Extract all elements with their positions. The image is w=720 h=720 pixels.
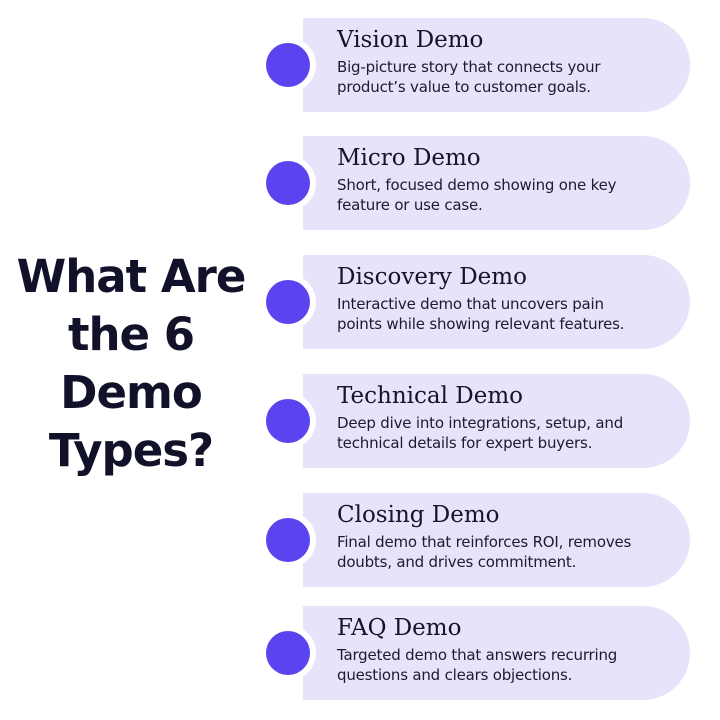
demo-type-card-discovery: Discovery Demo Interactive demo that unc… — [260, 255, 690, 349]
bullet-dot-icon — [266, 631, 310, 675]
card-description-line: Final demo that reinforces ROI, removes — [337, 533, 632, 551]
title-line: What Are — [16, 250, 247, 303]
demo-type-card-technical: Technical Demo Deep dive into integratio… — [260, 374, 690, 468]
bullet-ring — [260, 393, 316, 449]
bullet-ring — [260, 625, 316, 681]
card-description: Short, focused demo showing one key feat… — [337, 175, 680, 215]
bullet-dot-icon — [266, 518, 310, 562]
bullet-dot-icon — [266, 161, 310, 205]
page-title: What Are the 6 Demo Types? — [0, 248, 262, 480]
card-description-line: points while showing relevant features. — [337, 315, 625, 333]
card-title: Vision Demo — [337, 27, 484, 53]
card-description-line: technical details for expert buyers. — [337, 434, 593, 452]
card-description-line: doubts, and drives commitment. — [337, 553, 577, 571]
title-line: the 6 — [67, 308, 195, 361]
title-line: Types? — [48, 424, 214, 477]
bullet-dot-icon — [266, 43, 310, 87]
card-title: FAQ Demo — [337, 615, 462, 641]
card-title: Micro Demo — [337, 145, 481, 171]
card-description-line: Short, focused demo showing one key — [337, 176, 617, 194]
bullet-ring — [260, 274, 316, 330]
demo-type-card-faq: FAQ Demo Targeted demo that answers recu… — [260, 606, 690, 700]
title-line: Demo — [60, 366, 203, 419]
card-description-line: Big-picture story that connects your — [337, 58, 601, 76]
demo-type-card-vision: Vision Demo Big-picture story that conne… — [260, 18, 690, 112]
card-description: Big-picture story that connects your pro… — [337, 57, 680, 97]
card-description-line: Interactive demo that uncovers pain — [337, 295, 604, 313]
card-description: Targeted demo that answers recurring que… — [337, 645, 680, 685]
card-description-line: questions and clears objections. — [337, 666, 573, 684]
card-description-line: feature or use case. — [337, 196, 483, 214]
card-description: Interactive demo that uncovers pain poin… — [337, 294, 680, 334]
bullet-dot-icon — [266, 280, 310, 324]
card-description: Final demo that reinforces ROI, removes … — [337, 532, 680, 572]
card-title: Discovery Demo — [337, 264, 527, 290]
card-description-line: product’s value to customer goals. — [337, 78, 591, 96]
card-description-line: Deep dive into integrations, setup, and — [337, 414, 624, 432]
bullet-ring — [260, 512, 316, 568]
demo-type-card-closing: Closing Demo Final demo that reinforces … — [260, 493, 690, 587]
bullet-ring — [260, 37, 316, 93]
card-title: Technical Demo — [337, 383, 523, 409]
card-description: Deep dive into integrations, setup, and … — [337, 413, 680, 453]
card-title: Closing Demo — [337, 502, 500, 528]
bullet-ring — [260, 155, 316, 211]
bullet-dot-icon — [266, 399, 310, 443]
demo-type-card-micro: Micro Demo Short, focused demo showing o… — [260, 136, 690, 230]
card-description-line: Targeted demo that answers recurring — [337, 646, 618, 664]
